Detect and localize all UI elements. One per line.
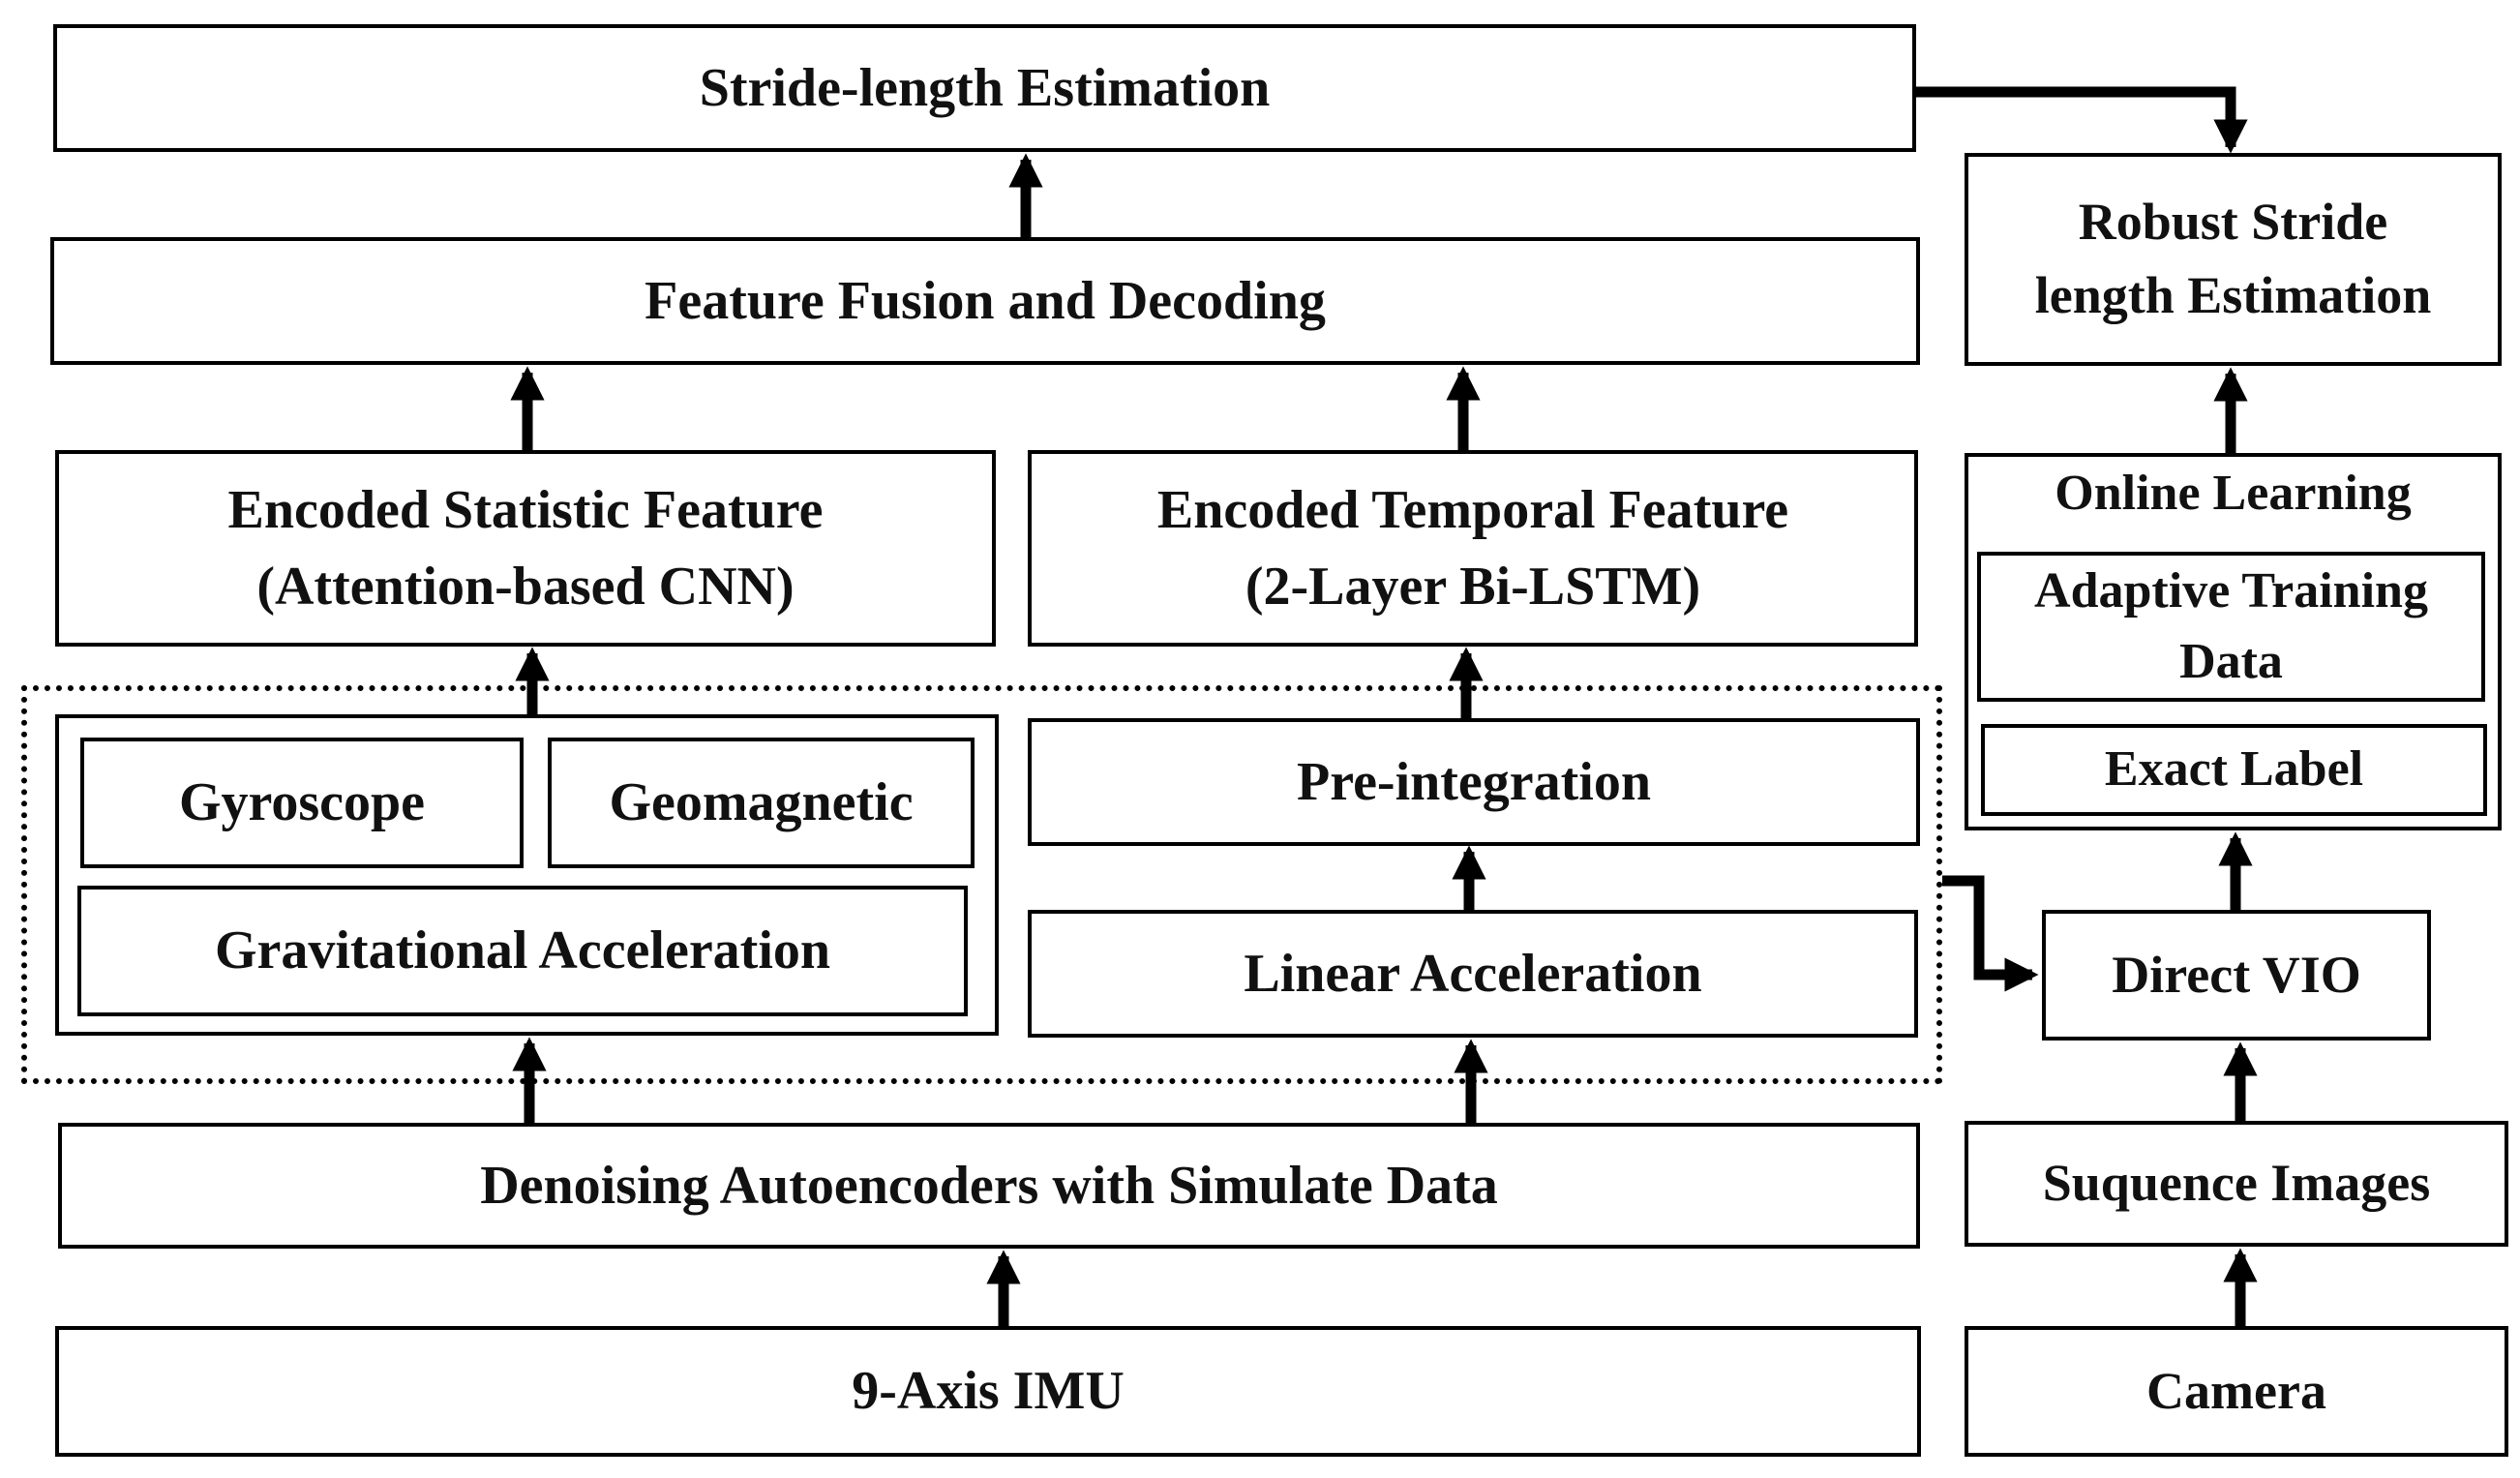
arrow-stride-to-robust (1916, 86, 2248, 154)
linear-acceleration-label: Linear Acceleration (1244, 943, 1702, 1004)
denoising-autoencoders-box: Denoising Autoencoders with Simulate Dat… (58, 1123, 1920, 1249)
statistic-sensor-group (55, 714, 999, 1036)
gravitational-acceleration-box: Gravitational Acceleration (77, 886, 968, 1016)
denoising-autoencoders-label: Denoising Autoencoders with Simulate Dat… (480, 1155, 1498, 1216)
adaptive-training-line1: Adaptive Training (2034, 562, 2428, 618)
exact-label-label: Exact Label (2104, 741, 2364, 798)
robust-stride-estimation-box: Robust Stride length Estimation (1965, 153, 2502, 366)
sequence-images-box: Suquence Images (1965, 1121, 2508, 1247)
encoded-statistic-feature-box: Encoded Statistic Feature (Attention-bas… (55, 450, 996, 647)
exact-label-box: Exact Label (1981, 724, 2487, 816)
pre-integration-label: Pre-integration (1297, 751, 1651, 812)
direct-vio-label: Direct VIO (2112, 945, 2361, 1004)
encoded-temporal-line1: Encoded Temporal Feature (1156, 480, 1789, 541)
camera-label: Camera (2146, 1361, 2326, 1420)
arrow-group-to-vio (1942, 875, 2039, 992)
imu-box: 9-Axis IMU (55, 1326, 1921, 1457)
robust-stride-line1: Robust Stride (2078, 193, 2388, 252)
stride-length-estimation-box: Stride-length Estimation (53, 24, 1916, 152)
gyroscope-label: Gyroscope (178, 772, 426, 833)
gravitational-acceleration-label: Gravitational Acceleration (214, 920, 831, 981)
sensor-feature-group (21, 685, 1942, 1084)
imu-label: 9-Axis IMU (852, 1361, 1125, 1422)
geomagnetic-label: Geomagnetic (609, 772, 914, 833)
stride-length-estimation-label: Stride-length Estimation (699, 57, 1271, 118)
adaptive-training-line2: Data (2179, 633, 2283, 689)
geomagnetic-box: Geomagnetic (548, 738, 975, 868)
encoded-temporal-feature-box: Encoded Temporal Feature (2-Layer Bi-LST… (1028, 450, 1918, 647)
robust-stride-line2: length Estimation (2034, 266, 2432, 324)
encoded-statistic-line2: (Attention-based CNN) (256, 556, 795, 617)
online-learning-label: Online Learning (2055, 466, 2412, 521)
direct-vio-box: Direct VIO (2042, 910, 2431, 1041)
linear-acceleration-box: Linear Acceleration (1028, 910, 1918, 1038)
adaptive-training-data-box: Adaptive Training Data (1977, 552, 2485, 702)
encoded-statistic-line1: Encoded Statistic Feature (227, 480, 824, 541)
camera-box: Camera (1965, 1326, 2508, 1457)
feature-fusion-box: Feature Fusion and Decoding (50, 237, 1920, 365)
feature-fusion-label: Feature Fusion and Decoding (645, 270, 1326, 331)
encoded-temporal-line2: (2-Layer Bi-LSTM) (1245, 556, 1701, 617)
gyroscope-box: Gyroscope (80, 738, 524, 868)
online-learning-box: Online Learning (1965, 453, 2502, 830)
sequence-images-label: Suquence Images (2042, 1154, 2431, 1213)
pre-integration-box: Pre-integration (1028, 718, 1920, 846)
